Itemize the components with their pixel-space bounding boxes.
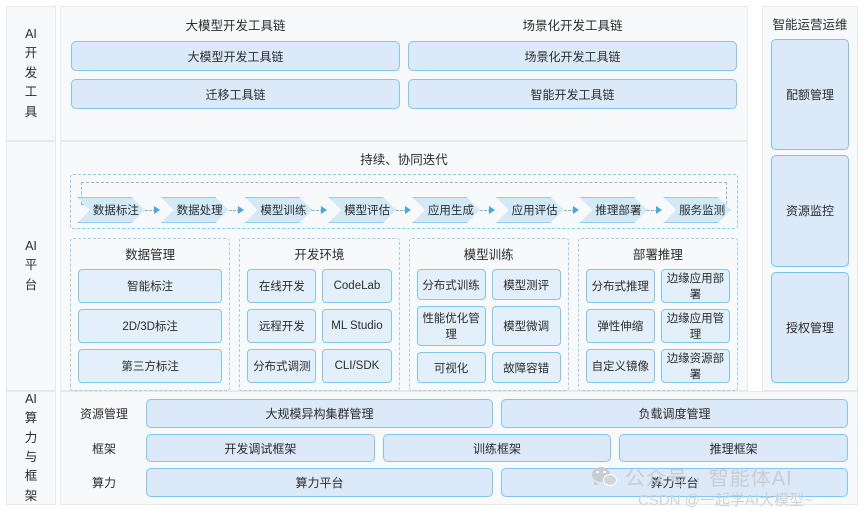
platform-group-chip[interactable]: 分布式调测 [247, 349, 317, 383]
panel-ai-platform: 持续、协同迭代 数据标注数据处理模型训练模型评估应用生成应用评估推理部署服务监测… [60, 141, 748, 391]
pipeline-step[interactable]: 推理部署 [580, 197, 648, 223]
compute-row-label: 资源管理 [79, 406, 128, 421]
compute-row-label: 框架 [91, 441, 116, 456]
platform-group-chip[interactable]: 智能标注 [78, 269, 223, 303]
tools-column-title: 大模型开发工具链 [185, 19, 286, 33]
platform-group-chip[interactable]: 边缘应用部署 [660, 269, 730, 303]
platform-group-chip[interactable]: 模型微调 [491, 306, 561, 346]
panel-ai-compute: 资源管理 大规模异构集群管理负载调度管理框架 开发调试框架训练框架推理框架算力 算力平… [60, 391, 858, 505]
platform-group-chip[interactable]: 弹性伸缩 [585, 309, 655, 343]
platform-group-chip[interactable]: 2D/3D标注 [78, 309, 223, 343]
platform-group-chip[interactable]: 边缘资源部署 [660, 349, 730, 383]
pipeline-step[interactable]: 模型训练 [245, 197, 313, 223]
platform-title: 持续、协同迭代 [360, 153, 448, 167]
pipeline-container: 数据标注数据处理模型训练模型评估应用生成应用评估推理部署服务监测 [70, 174, 738, 229]
platform-group-chip[interactable]: 分布式训练 [416, 269, 486, 300]
platform-group: 数据管理智能标注 2D/3D标注第三方标注 [70, 238, 231, 391]
compute-row: 框架 开发调试框架训练框架推理框架 [70, 433, 849, 463]
pipeline-connector-arrow-icon [396, 205, 412, 215]
compute-chip[interactable]: 大规模异构集群管理 [146, 399, 493, 428]
tools-column-title: 场景化开发工具链 [522, 19, 623, 33]
platform-group-title: 开发环境 [294, 248, 345, 262]
platform-group-chip[interactable]: 分布式推理 [585, 269, 655, 303]
rail-box[interactable]: 资源监控 [771, 155, 849, 267]
platform-group-chip[interactable]: CodeLab [322, 269, 392, 303]
tools-column-model: 大模型开发工具链 大模型开发工具链 迁移工具链 [71, 15, 400, 132]
pipeline-connector-arrow-icon [563, 205, 580, 215]
pipeline-step[interactable]: 模型评估 [328, 197, 396, 223]
platform-group-chip[interactable]: 自定义镜像 [585, 349, 655, 383]
platform-group-chip[interactable]: 故障容错 [491, 352, 561, 383]
compute-chip[interactable]: 算力平台 [146, 468, 493, 498]
platform-group-chip[interactable]: 第三方标注 [78, 349, 223, 383]
compute-chip[interactable]: 训练框架 [382, 433, 612, 463]
platform-group-chip[interactable]: CLI/SDK [322, 349, 392, 383]
platform-group: 模型训练分布式训练模型测评性能优化管理模型微调可视化故障容错 [408, 238, 569, 391]
rail-title: 智能运营运维 [772, 18, 848, 32]
platform-group-chip[interactable]: 可视化 [416, 352, 486, 383]
compute-chip[interactable]: 推理框架 [619, 433, 849, 463]
pipeline-step[interactable]: 应用评估 [496, 197, 564, 223]
tool-chip[interactable]: 大模型开发工具链 [71, 41, 400, 71]
pipeline-connector-arrow-icon [312, 205, 328, 215]
platform-group-chip[interactable]: ML Studio [322, 309, 392, 343]
rail-intelligent-ops: 智能运营运维 配额管理资源监控授权管理 [762, 6, 858, 391]
tool-chip[interactable]: 迁移工具链 [71, 79, 400, 109]
pipeline-connector-arrow-icon [144, 205, 161, 215]
tool-chip[interactable]: 智能开发工具链 [408, 79, 737, 109]
compute-chip[interactable]: 算力平台 [501, 468, 848, 498]
rail-box[interactable]: 配额管理 [771, 39, 849, 151]
tools-column-scenario: 场景化开发工具链 场景化开发工具链 智能开发工具链 [408, 15, 737, 132]
compute-chip[interactable]: 负载调度管理 [501, 399, 848, 428]
platform-group-chip[interactable]: 边缘应用管理 [660, 309, 730, 343]
tool-chip[interactable]: 场景化开发工具链 [408, 41, 737, 71]
pipeline-connector-arrow-icon [647, 205, 663, 215]
platform-group-chip[interactable]: 模型测评 [491, 269, 561, 300]
panel-ai-dev-tools: 大模型开发工具链 大模型开发工具链 迁移工具链 场景化开发工具链 场景化开发工具… [60, 6, 748, 141]
platform-group-title: 模型训练 [463, 248, 514, 262]
pipeline-step[interactable]: 服务监测 [663, 197, 731, 223]
pipeline-step[interactable]: 应用生成 [412, 197, 480, 223]
pipeline-connector-arrow-icon [228, 205, 245, 215]
pipeline-steps: 数据标注数据处理模型训练模型评估应用生成应用评估推理部署服务监测 [77, 197, 731, 223]
pipeline-step[interactable]: 数据处理 [161, 197, 229, 223]
platform-group: 部署推理分布式推理边缘应用部署弹性伸缩边缘应用管理自定义镜像边缘资源部署 [577, 238, 738, 391]
platform-group-chip[interactable]: 性能优化管理 [416, 306, 486, 346]
platform-group-chip[interactable]: 远程开发 [247, 309, 317, 343]
compute-row: 资源管理 大规模异构集群管理负载调度管理 [70, 399, 848, 428]
compute-chip[interactable]: 开发调试框架 [146, 433, 375, 463]
compute-row: 算力 算力平台算力平台 [70, 468, 848, 498]
platform-group-chip[interactable]: 在线开发 [247, 269, 317, 303]
pipeline-connector-arrow-icon [479, 205, 496, 215]
platform-group-title: 数据管理 [125, 248, 176, 262]
rail-box[interactable]: 授权管理 [771, 271, 849, 383]
compute-row-label: 算力 [91, 476, 116, 491]
platform-group-title: 部署推理 [632, 248, 683, 262]
pipeline-step[interactable]: 数据标注 [77, 197, 145, 223]
